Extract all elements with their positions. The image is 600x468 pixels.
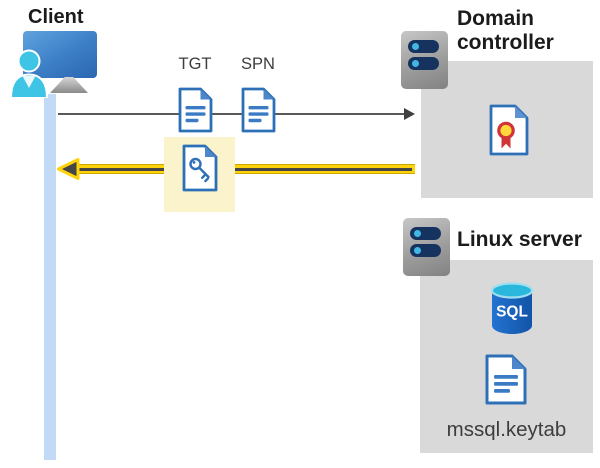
domain-controller-server-icon [401, 31, 448, 89]
user-icon [8, 48, 50, 98]
server-drive-bar [408, 57, 439, 70]
client-connection-bar [44, 94, 56, 460]
tgt-label: TGT [178, 55, 212, 73]
server-drive-bar [408, 40, 439, 53]
request-arrowhead-icon [404, 108, 415, 120]
spn-label: SPN [241, 55, 275, 73]
tgt-document-icon [177, 86, 214, 134]
response-arrowhead-icon [56, 157, 80, 181]
server-drive-bar [410, 244, 441, 257]
response-arrow-core [78, 167, 412, 171]
server-led-icon [414, 230, 421, 237]
server-led-icon [412, 60, 419, 67]
linux-server-icon [403, 218, 450, 276]
keytab-document-icon [484, 353, 528, 406]
request-arrow-line [58, 113, 405, 115]
linux-server-label: Linux server [457, 228, 582, 251]
sql-badge-text: SQL [496, 304, 528, 321]
server-led-icon [414, 247, 421, 254]
client-label: Client [28, 6, 84, 28]
server-led-icon [412, 43, 419, 50]
key-document-icon [181, 143, 219, 193]
monitor-stand [50, 77, 88, 93]
sql-database-icon: SQL [488, 280, 536, 338]
keytab-filename: mssql.keytab [446, 418, 567, 441]
server-drive-bar [410, 227, 441, 240]
spn-document-icon [240, 86, 277, 134]
domain-controller-label: Domain controller [457, 7, 554, 54]
certificate-icon [488, 103, 530, 157]
